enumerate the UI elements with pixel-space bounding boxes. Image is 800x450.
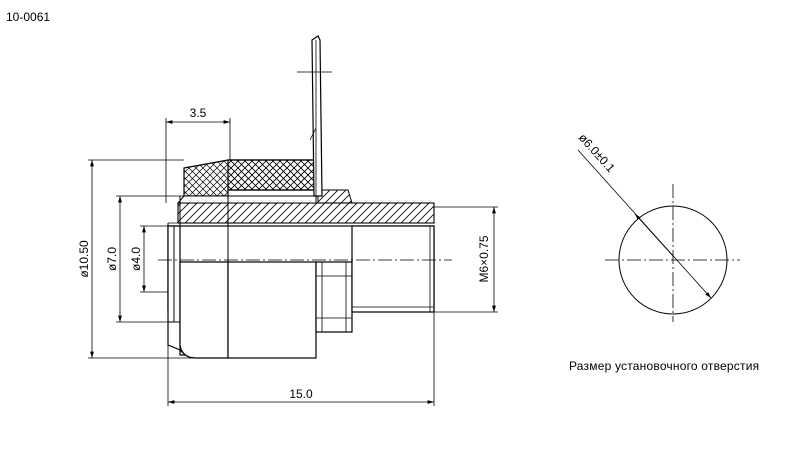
mounting-hole-caption: Размер установочного отверстия xyxy=(569,359,759,373)
bushing-wall-section xyxy=(177,202,435,224)
nut xyxy=(315,261,353,333)
dim-hole-diameter: ø6.0±0.1 xyxy=(576,131,618,176)
insulator-lower xyxy=(227,261,317,359)
dim-thread-m6: M6×0.75 xyxy=(477,235,491,282)
dim-width-3-5: 3.5 xyxy=(190,106,207,120)
dim-diameter-4-0: ø4.0 xyxy=(129,247,143,271)
document-code: 10-0061 xyxy=(6,10,50,24)
dim-diameter-10-50: ø10.50 xyxy=(77,240,91,278)
dim-diameter-7-0: ø7.0 xyxy=(105,247,119,271)
dim-length-15-0: 15.0 xyxy=(289,387,313,401)
connector-drawing: 3.5 ø10.50 ø7.0 ø4.0 M6×0.75 15.0 xyxy=(77,35,498,406)
solder-tab xyxy=(311,35,323,197)
cap-lower xyxy=(179,261,229,359)
threaded-shank xyxy=(351,225,435,313)
mounting-hole-drawing: ø6.0±0.1 xyxy=(576,131,740,322)
